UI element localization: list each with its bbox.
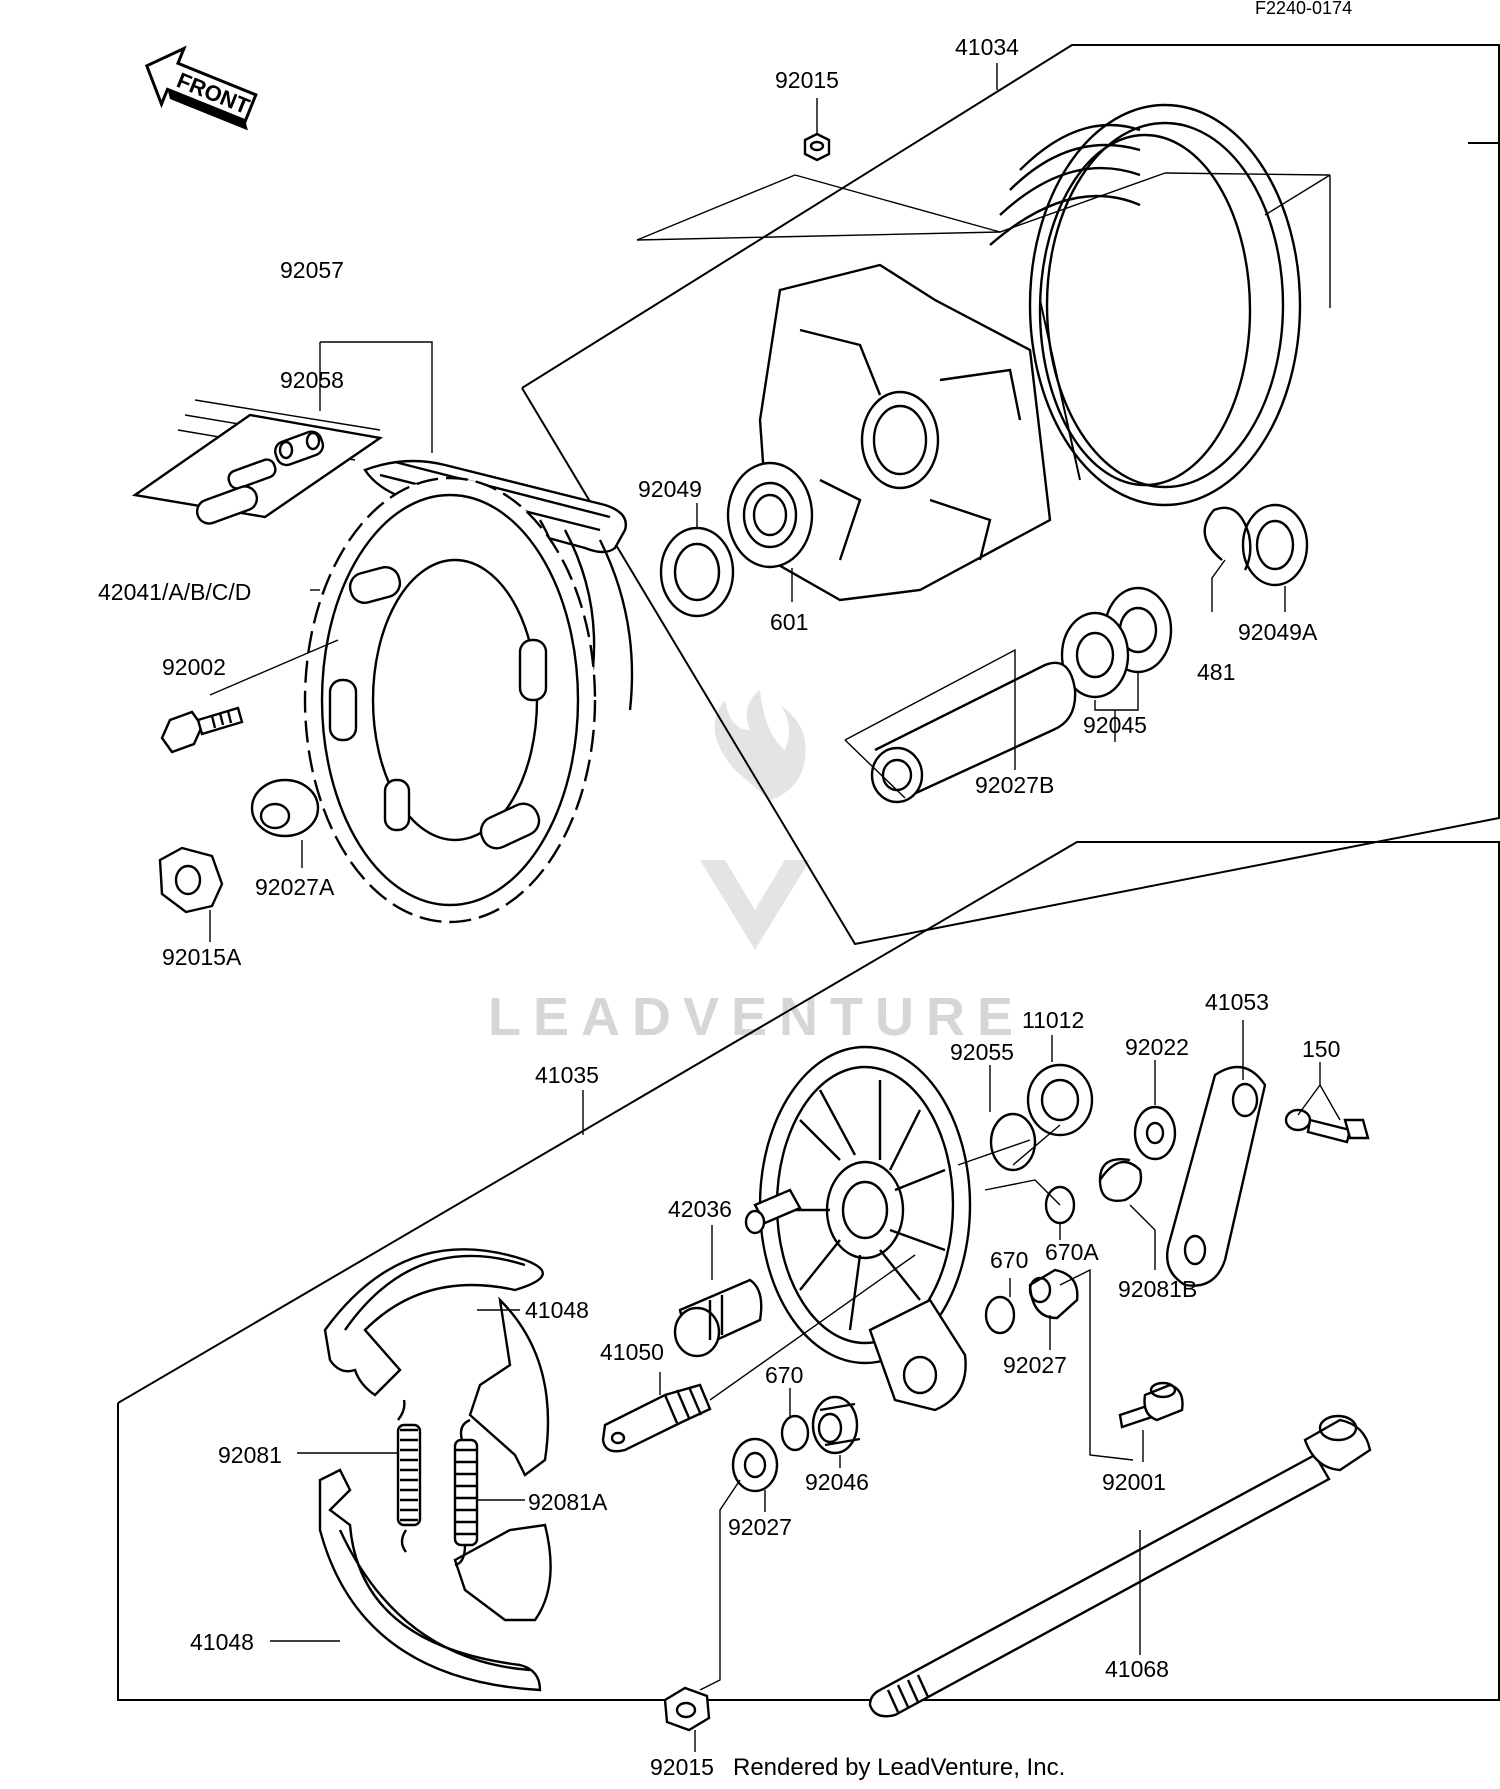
o-ring-92055	[989, 1112, 1037, 1172]
watermark-text: LEADVENTURE	[488, 987, 1025, 1047]
callout-92046: 92046	[805, 1469, 869, 1495]
leader-92015-nut	[794, 174, 1001, 233]
callout-670-upper: 670	[990, 1247, 1028, 1273]
callout-11012: 11012	[1022, 1007, 1084, 1033]
callout-92001: 92001	[1102, 1469, 1166, 1495]
callout-42036: 42036	[668, 1196, 732, 1222]
bearing-92045-pair	[1060, 586, 1173, 699]
brake-shoe-41048-upper	[323, 1248, 550, 1477]
watermark-flame-icon	[714, 690, 806, 800]
brake-arm-41053	[1165, 1065, 1267, 1287]
callout-150: 150	[1302, 1036, 1340, 1062]
oil-seal-92049A	[1241, 503, 1309, 587]
callout-92049: 92049	[638, 476, 702, 502]
callout-92057: 92057	[280, 257, 344, 283]
collar-92027A	[250, 778, 320, 838]
callout-92002: 92002	[162, 654, 226, 680]
hub-assembly-frame	[521, 44, 1500, 946]
bushing-92046	[811, 1395, 861, 1455]
rear-hub-41034	[758, 103, 1302, 602]
callout-92027-right: 92027	[1003, 1352, 1067, 1378]
collar-92027-lower	[731, 1437, 779, 1493]
spring-92081	[396, 1399, 422, 1553]
callout-92055: 92055	[950, 1039, 1014, 1065]
callout-41050: 41050	[600, 1339, 664, 1365]
watermark-v-icon	[700, 860, 810, 950]
footer-credit: Rendered by LeadVenture, Inc.	[733, 1754, 1065, 1781]
callout-481: 481	[1197, 659, 1235, 685]
callout-670A: 670A	[1045, 1239, 1099, 1265]
spacer-tube-92027B	[870, 661, 1077, 804]
callout-41048-upper: 41048	[525, 1297, 589, 1323]
callout-92027A: 92027A	[255, 874, 335, 900]
callout-92022: 92022	[1125, 1034, 1189, 1060]
bolt-150	[1284, 1108, 1370, 1144]
callout-92049A: 92049A	[1238, 619, 1318, 645]
callout-92081: 92081	[218, 1442, 282, 1468]
bolt-92001	[1118, 1381, 1184, 1429]
cam-42036	[673, 1278, 763, 1358]
o-ring-670-lower	[780, 1414, 810, 1452]
brake-panel-41035	[744, 1045, 972, 1412]
callout-92015A: 92015A	[162, 944, 242, 970]
bolt-92002	[160, 706, 244, 754]
callout-92027-lower: 92027	[728, 1514, 792, 1540]
spring-92081B	[1098, 1158, 1143, 1202]
callout-92081B: 92081B	[1118, 1276, 1197, 1302]
sprocket-42041	[303, 476, 597, 924]
callout-92015-bottom: 92015	[650, 1754, 714, 1780]
front-arrow-icon	[144, 45, 258, 123]
nut-92015-bottom	[663, 1686, 711, 1732]
callout-41053: 41053	[1205, 989, 1269, 1015]
collar-92027	[1028, 1268, 1079, 1320]
washer-92022	[1133, 1105, 1177, 1161]
brake-assembly-frame	[117, 841, 1500, 1701]
axle-41068	[868, 1414, 1372, 1718]
leader-92027B	[844, 648, 1016, 770]
master-link-92058	[131, 413, 384, 525]
seal-11012	[1026, 1063, 1094, 1137]
front-arrow: FRONT	[144, 45, 258, 131]
callout-41048-lower: 41048	[190, 1629, 254, 1655]
callout-670-lower: 670	[765, 1362, 803, 1388]
leader-150	[1297, 1083, 1341, 1121]
nut-92015A	[158, 846, 224, 914]
callout-42041: 42041/A/B/C/D	[98, 579, 251, 605]
circlip-481	[1203, 506, 1252, 571]
callout-92027B: 92027B	[975, 772, 1054, 798]
callout-601: 601	[770, 609, 808, 635]
callout-41035: 41035	[535, 1062, 599, 1088]
leader-92002	[209, 639, 339, 696]
callout-92015-top: 92015	[775, 67, 839, 93]
callout-41034: 41034	[955, 34, 1019, 60]
brake-shoe-41048-lower	[318, 1468, 552, 1692]
oil-seal-92049	[659, 526, 735, 618]
diagram-code: F2240-0174	[1255, 0, 1352, 18]
watermark: LEADVENTURE	[488, 690, 1025, 1047]
leader-92045	[1094, 672, 1139, 711]
o-ring-670	[984, 1295, 1016, 1335]
callout-92045: 92045	[1083, 712, 1147, 738]
nut-92015-top	[803, 132, 831, 162]
callout-41068: 41068	[1105, 1656, 1169, 1682]
cam-shaft-41050	[601, 1383, 712, 1453]
bearing-601	[726, 461, 814, 569]
callout-92081A: 92081A	[528, 1489, 608, 1515]
spring-92081A	[453, 1418, 479, 1567]
front-arrow-shadow	[167, 89, 248, 131]
callout-92058: 92058	[280, 367, 344, 393]
